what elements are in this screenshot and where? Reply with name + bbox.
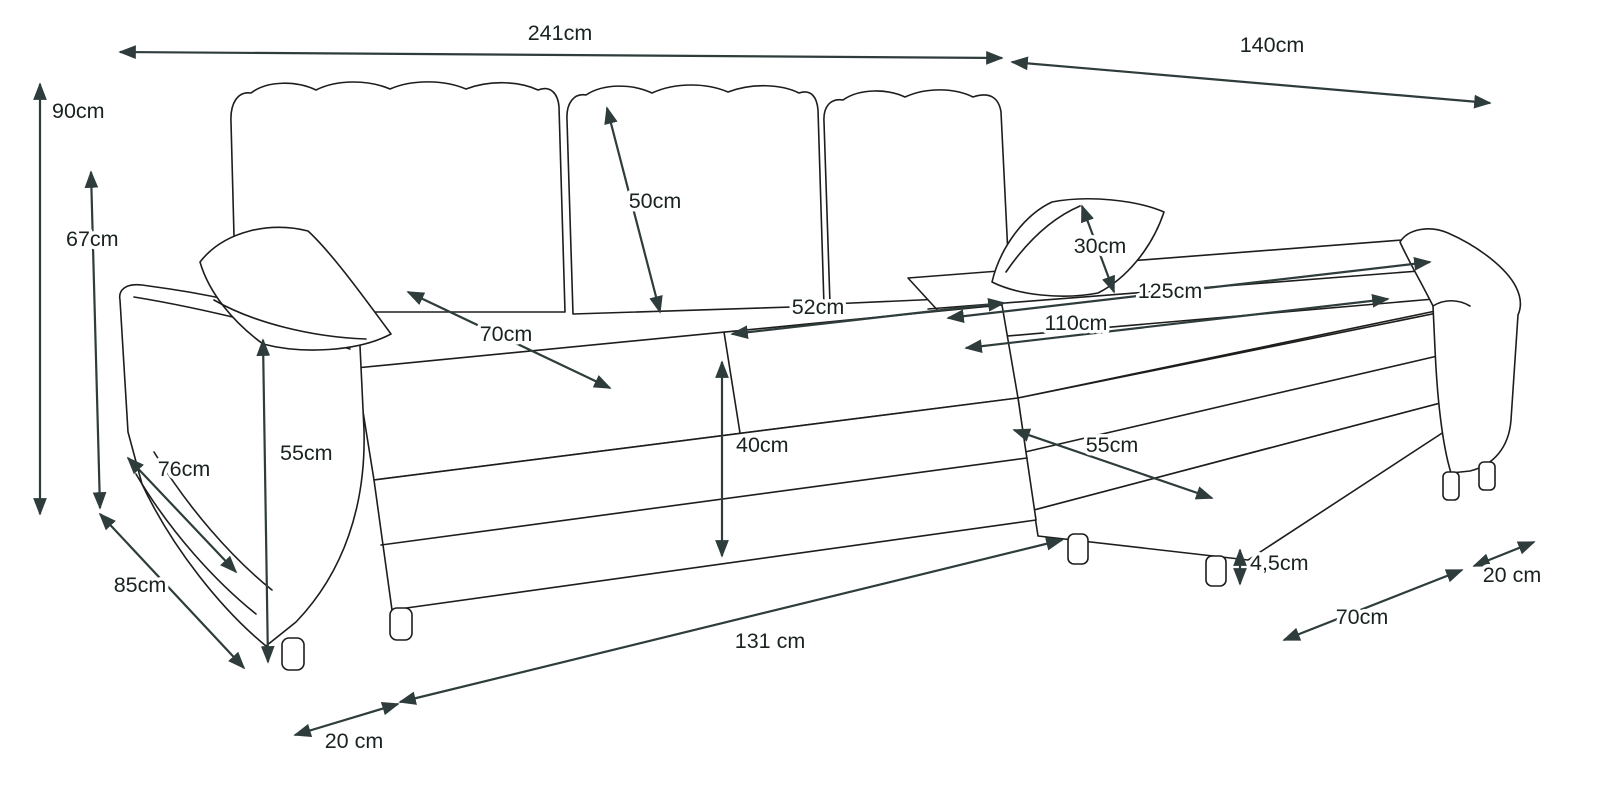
dim-label-arm-front-length: 76cm xyxy=(158,457,211,481)
dim-label-seat-cushion-thickness: 40cm xyxy=(736,433,789,457)
dimension-chaise-bottom-length: 70cm xyxy=(1282,568,1464,642)
dim-label-leg-height: 4,5cm xyxy=(1250,551,1309,575)
dim-label-chaise-bed-length: 125cm xyxy=(1138,279,1203,303)
dim-label-front-left-offset: 20 cm xyxy=(325,729,384,753)
chaise-leg-right xyxy=(1205,555,1227,587)
dimension-seat-front-height: 55cm xyxy=(256,338,336,664)
right-armrest-seam xyxy=(1432,299,1471,307)
dim-label-left-seat-width: 70cm xyxy=(480,322,533,346)
chaise-base xyxy=(1033,399,1457,561)
dim-label-total-width: 241cm xyxy=(528,21,593,45)
dim-label-side-depth: 85cm xyxy=(114,573,167,597)
dim-label-chaise-bottom-offset: 20 cm xyxy=(1483,563,1542,587)
dim-label-back-cushion-height: 50cm xyxy=(629,189,682,213)
dimension-seat-cushion-thickness: 40cm xyxy=(715,360,792,558)
dimension-arm-height: 67cm xyxy=(63,170,122,510)
dim-label-front-length: 131 cm xyxy=(735,629,806,653)
chaise-leg-left xyxy=(1067,533,1089,565)
dim-label-corner-seat-width: 52cm xyxy=(792,295,845,319)
dimension-annotations: 241cm 140cm 90cm 67cm 50cm 30cm xyxy=(33,18,1545,757)
dimension-total-width: 241cm xyxy=(118,18,1004,65)
front-leg-left xyxy=(281,637,305,671)
seat-front-seam xyxy=(380,457,1028,546)
arm-pillow-fold xyxy=(213,299,367,340)
dimension-back-cushion-height: 50cm xyxy=(604,106,685,314)
dimension-side-depth: 85cm xyxy=(98,512,246,670)
dimension-front-left-offset: 20 cm xyxy=(293,701,400,757)
dimension-corner-seat-width: 52cm xyxy=(730,292,1006,340)
dim-label-chaise-front-height: 55cm xyxy=(1086,433,1139,457)
dim-label-chaise-bottom-length: 70cm xyxy=(1336,605,1389,629)
dimension-chaise-bottom-offset: 20 cm xyxy=(1472,540,1545,591)
dimension-left-seat-width: 70cm xyxy=(406,291,612,389)
back-cushion-middle xyxy=(566,84,825,315)
dimension-total-height: 90cm xyxy=(33,82,108,516)
dim-label-arm-height: 67cm xyxy=(66,227,119,251)
dimension-chaise-length: 140cm xyxy=(1010,30,1492,109)
front-leg-mid xyxy=(389,607,413,641)
dim-label-seat-front-height: 55cm xyxy=(280,441,333,465)
dimension-chaise-front-height: 55cm xyxy=(1012,428,1214,500)
dim-label-total-height: 90cm xyxy=(52,99,105,123)
dim-label-chaise-length: 140cm xyxy=(1240,33,1305,57)
dimension-chaise-bed-width: 110cm xyxy=(964,294,1390,353)
dim-label-chaise-bed-width: 110cm xyxy=(1045,311,1108,335)
dimension-front-length: 131 cm xyxy=(398,537,1064,705)
dimension-leg-height: 4,5cm xyxy=(1233,548,1312,586)
dimension-arm-front-length: 76cm xyxy=(126,454,238,574)
dim-label-small-pillow: 30cm xyxy=(1074,234,1127,258)
right-arm-leg-front xyxy=(1442,471,1460,501)
arm-pillow xyxy=(199,226,392,351)
right-arm-leg-back xyxy=(1478,461,1496,491)
back-cushion-right xyxy=(823,89,1011,305)
seat-cushion-seam xyxy=(723,331,741,434)
sofa-outline xyxy=(118,81,1522,671)
